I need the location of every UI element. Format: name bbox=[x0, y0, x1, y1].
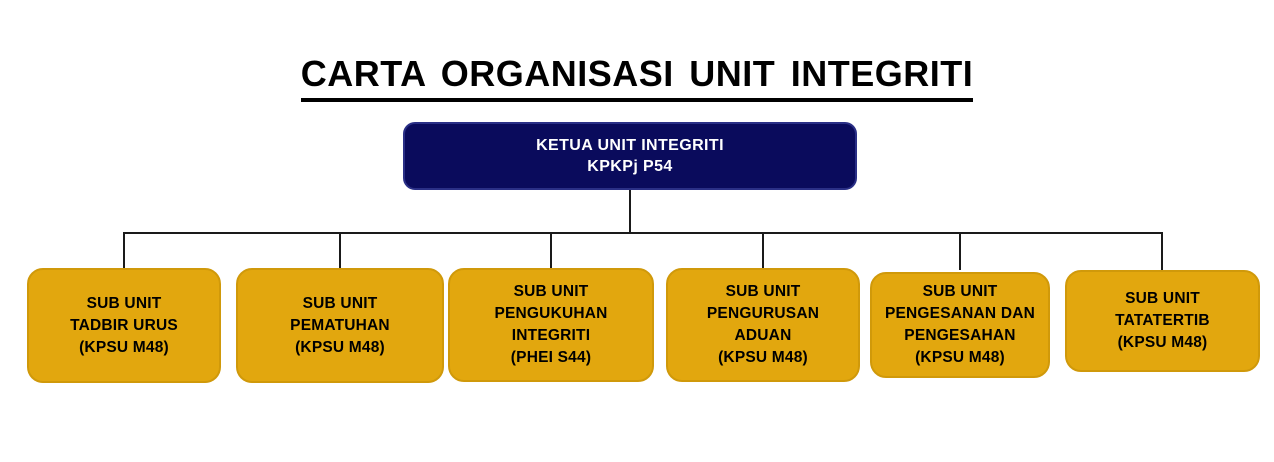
org-box-sub-unit-tadbir-urus: SUB UNIT TADBIR URUS (KPSU M48) bbox=[27, 268, 221, 383]
page-title-row: CARTA ORGANISASI UNIT INTEGRITI bbox=[0, 53, 1274, 102]
connector-drop-tadbir-urus bbox=[123, 232, 125, 270]
connector-drop-tatatertib bbox=[1161, 232, 1163, 270]
org-chart-title: CARTA ORGANISASI UNIT INTEGRITI bbox=[300, 53, 974, 102]
connector-drop-pengukuhan bbox=[550, 232, 552, 270]
connector-drop-pematuhan bbox=[339, 232, 341, 270]
org-box-sub-unit-tatatertib: SUB UNIT TATATERTIB (KPSU M48) bbox=[1065, 270, 1260, 372]
connector-drop-pengesanan bbox=[959, 232, 961, 270]
org-box-sub-unit-pengesanan-dan-pengesahan: SUB UNIT PENGESANAN DAN PENGESAHAN (KPSU… bbox=[870, 272, 1050, 378]
org-box-ketua-unit-integriti: KETUA UNIT INTEGRITI KPKPj P54 bbox=[403, 122, 857, 190]
connector-horizontal-bar bbox=[123, 232, 1163, 234]
connector-root-stem bbox=[629, 190, 631, 232]
connector-drop-pengurusan bbox=[762, 232, 764, 270]
org-box-sub-unit-pengukuhan-integriti: SUB UNIT PENGUKUHAN INTEGRITI (PHEI S44) bbox=[448, 268, 654, 382]
org-box-sub-unit-pengurusan-aduan: SUB UNIT PENGURUSAN ADUAN (KPSU M48) bbox=[666, 268, 860, 382]
org-box-sub-unit-pematuhan: SUB UNIT PEMATUHAN (KPSU M48) bbox=[236, 268, 444, 383]
